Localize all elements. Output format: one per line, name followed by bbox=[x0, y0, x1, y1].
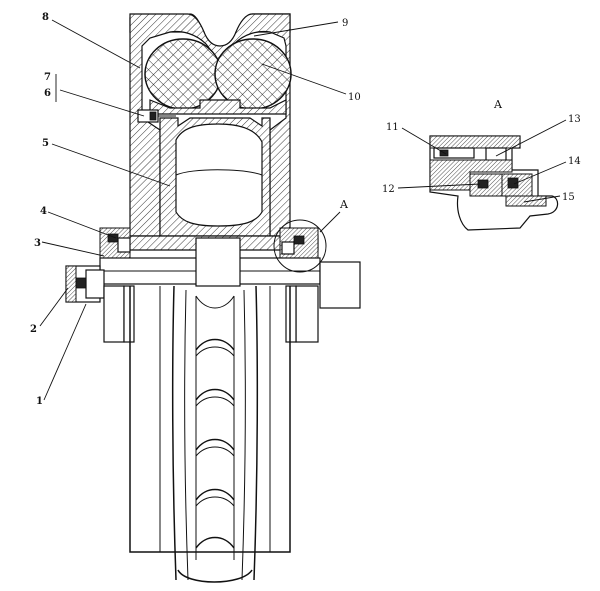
cavity-contour bbox=[175, 169, 263, 176]
inner-hub bbox=[195, 237, 241, 287]
central-cavity bbox=[175, 123, 263, 227]
leader-12 bbox=[397, 183, 481, 189]
detail-a-top-flange bbox=[429, 135, 521, 149]
leader-2 bbox=[39, 287, 69, 327]
leader-3 bbox=[41, 241, 105, 257]
leader-11 bbox=[401, 127, 447, 155]
detail-a-web bbox=[429, 159, 513, 191]
groove-track-right bbox=[253, 285, 259, 581]
detail-a-title: A bbox=[493, 98, 503, 111]
callout-3: 3 bbox=[34, 238, 41, 249]
groove-inner-left bbox=[184, 289, 189, 581]
bolt-7 bbox=[137, 109, 176, 123]
axle-end-right bbox=[319, 261, 361, 309]
callout-1: 1 bbox=[36, 396, 43, 407]
leader-10 bbox=[261, 63, 347, 95]
leader-5 bbox=[51, 143, 171, 187]
detail-a-view bbox=[429, 135, 559, 231]
callout-9: 9 bbox=[342, 18, 348, 29]
right-bearing-seal bbox=[279, 227, 319, 259]
left-flange-plate bbox=[103, 285, 125, 343]
leader-4 bbox=[47, 211, 117, 239]
detail-a-bolt-11 bbox=[433, 147, 475, 159]
roller-lower-outline bbox=[129, 286, 291, 553]
left-bearing-seal bbox=[99, 227, 131, 259]
leader-15 bbox=[523, 195, 561, 203]
leader-9 bbox=[253, 21, 339, 37]
callout-5: 5 bbox=[42, 138, 49, 149]
leader-7-6 bbox=[59, 89, 145, 117]
detail-a-bearing-14-core bbox=[507, 177, 519, 189]
groove-track-left bbox=[171, 285, 177, 581]
right-flange-plate bbox=[295, 285, 319, 343]
callout-4: 4 bbox=[40, 206, 47, 217]
callout-2: 2 bbox=[30, 324, 37, 335]
axle-end-left bbox=[65, 265, 105, 303]
callout-8: 8 bbox=[42, 12, 49, 23]
callout-11: 11 bbox=[386, 122, 399, 133]
leader-13 bbox=[495, 119, 567, 157]
left-collar bbox=[123, 285, 135, 343]
callout-13: 13 bbox=[568, 114, 581, 125]
callout-7: 7 bbox=[44, 72, 51, 83]
callout-12: 12 bbox=[382, 184, 395, 195]
groove-bottom bbox=[177, 569, 253, 583]
leader-1 bbox=[43, 303, 87, 401]
callout-10: 10 bbox=[348, 92, 361, 103]
callout-6: 6 bbox=[44, 88, 51, 99]
leader-14 bbox=[513, 161, 567, 185]
detail-a-marker: A bbox=[339, 198, 349, 211]
callout-14: 14 bbox=[568, 156, 581, 167]
groove-inner-right bbox=[241, 289, 246, 581]
callout-15: 15 bbox=[562, 192, 575, 203]
rubber-ring-left bbox=[144, 38, 222, 110]
ring-retainer bbox=[149, 99, 287, 115]
roller-outer-band bbox=[129, 13, 291, 237]
leader-8 bbox=[51, 19, 141, 69]
rubber-ring-right bbox=[214, 38, 292, 110]
right-collar bbox=[285, 285, 297, 343]
main-assembly bbox=[65, 13, 361, 583]
detail-a-ring-15 bbox=[505, 195, 547, 207]
leader-A bbox=[319, 211, 341, 233]
groove-wave-pattern bbox=[195, 295, 235, 549]
callout-labels: 8 9 10 7 6 5 4 3 2 1 A A 11 13 14 12 15 bbox=[30, 12, 581, 407]
detail-a-circle bbox=[273, 219, 327, 273]
leader-lines bbox=[39, 19, 567, 401]
